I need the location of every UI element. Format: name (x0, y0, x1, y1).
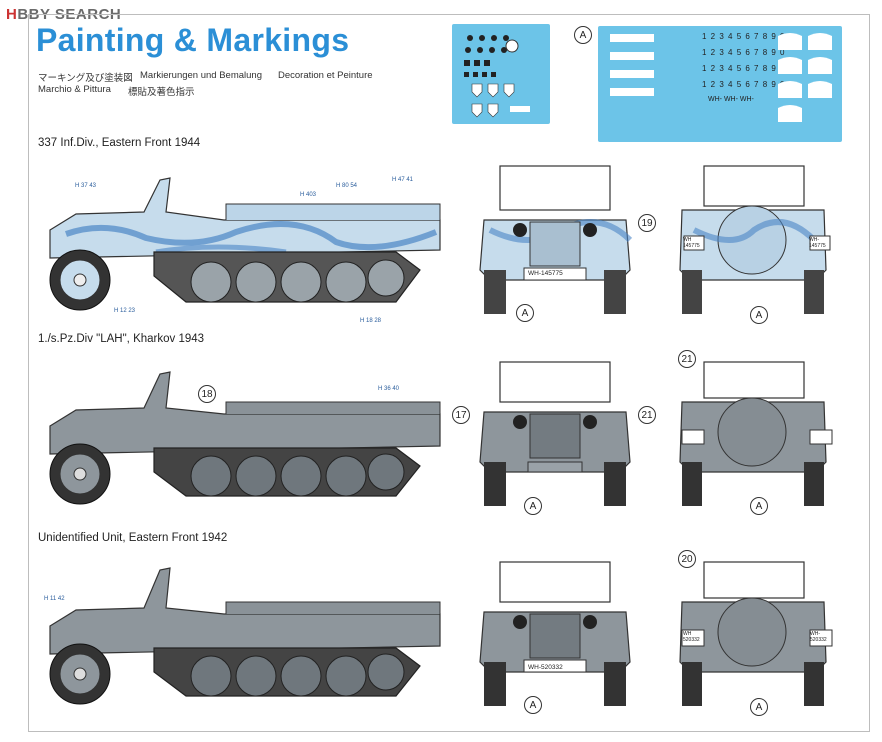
rear-plate-left: WH 145775 (683, 237, 700, 249)
decal-stripe (610, 52, 654, 60)
watermark-hobby: H (6, 6, 18, 23)
scheme-caption: 1./s.Pz.Div "LAH", Kharkov 1943 (38, 333, 205, 345)
subtitle-jp: マーキング及び塗装図 (38, 73, 133, 84)
page-title: Painting & Markings (36, 22, 350, 58)
decal-stripe (610, 70, 654, 78)
rear-plate-right: WH-520332 (810, 631, 827, 643)
rear-view-3 (679, 561, 833, 706)
side-mark: H 37 43 (75, 183, 97, 189)
rear-plate-left: WH 520332 (683, 631, 700, 643)
decal-stripe (610, 34, 654, 42)
scheme-caption: 337 Inf.Div., Eastern Front 1944 (38, 137, 201, 149)
label-a: A (750, 698, 768, 716)
rear-plate-right: WH-145775 (809, 237, 826, 249)
side-mark: H 47 41 (392, 177, 414, 183)
subtitle-fr: Decoration et Peinture (278, 70, 373, 81)
subtitle-it: Marchio & Pittura (38, 84, 111, 95)
label-a: A (524, 497, 542, 515)
side-mark: H 18 28 (360, 318, 382, 324)
callout-19: 19 (638, 214, 656, 232)
label-a: A (516, 304, 534, 322)
decal-number-row: 1 2 3 4 5 6 7 8 9 0 (702, 48, 786, 57)
decal-wh-row: WH- WH- WH- (708, 96, 754, 103)
label-a: A (750, 306, 768, 324)
decal-plate-shapes (778, 33, 832, 122)
callout-17: 17 (452, 406, 470, 424)
callout-21: 21 (638, 406, 656, 424)
front-view-1 (479, 165, 633, 314)
side-mark: H 403 (300, 192, 317, 198)
decal-sheet-small (452, 24, 550, 124)
decal-number-row: 1 2 3 4 5 6 7 8 9 0 (702, 32, 786, 41)
side-view-2 (49, 371, 441, 505)
subtitle-cn: 標貼及著色指示 (128, 87, 195, 98)
side-mark: H 36 40 (378, 386, 400, 392)
page-frame (28, 14, 870, 732)
decal-insignia-graphic (464, 35, 530, 118)
side-view-3 (49, 567, 441, 705)
side-mark: H 12 23 (114, 308, 136, 314)
decal-sheet-label: A (574, 26, 592, 44)
decal-sheet-large: 1 2 3 4 5 6 7 8 9 0 1 2 3 4 5 6 7 8 9 0 … (598, 26, 842, 142)
front-plate: WH-520332 (528, 664, 563, 671)
scheme-caption: Unidentified Unit, Eastern Front 1942 (38, 532, 228, 544)
decal-number-row: 1 2 3 4 5 6 7 8 9 0 (702, 80, 786, 89)
label-a: A (524, 696, 542, 714)
callout-20: 20 (678, 550, 696, 568)
decal-number-row: 1 2 3 4 5 6 7 8 9 0 (702, 64, 786, 73)
side-mark: H 80 54 (336, 183, 358, 189)
decal-stripe (610, 88, 654, 96)
side-view-1 (49, 177, 441, 311)
side-mark: H 11 42 (44, 596, 65, 602)
callout-18: 18 (198, 385, 216, 403)
rear-view-1 (679, 165, 831, 314)
front-view-3 (479, 561, 631, 706)
subtitle-de: Markierungen und Bemalung (140, 70, 262, 81)
front-view-2 (479, 361, 631, 506)
rear-view-2 (679, 361, 833, 506)
callout-21: 21 (678, 350, 696, 368)
front-plate: WH-145775 (528, 270, 563, 277)
label-a: A (750, 497, 768, 515)
